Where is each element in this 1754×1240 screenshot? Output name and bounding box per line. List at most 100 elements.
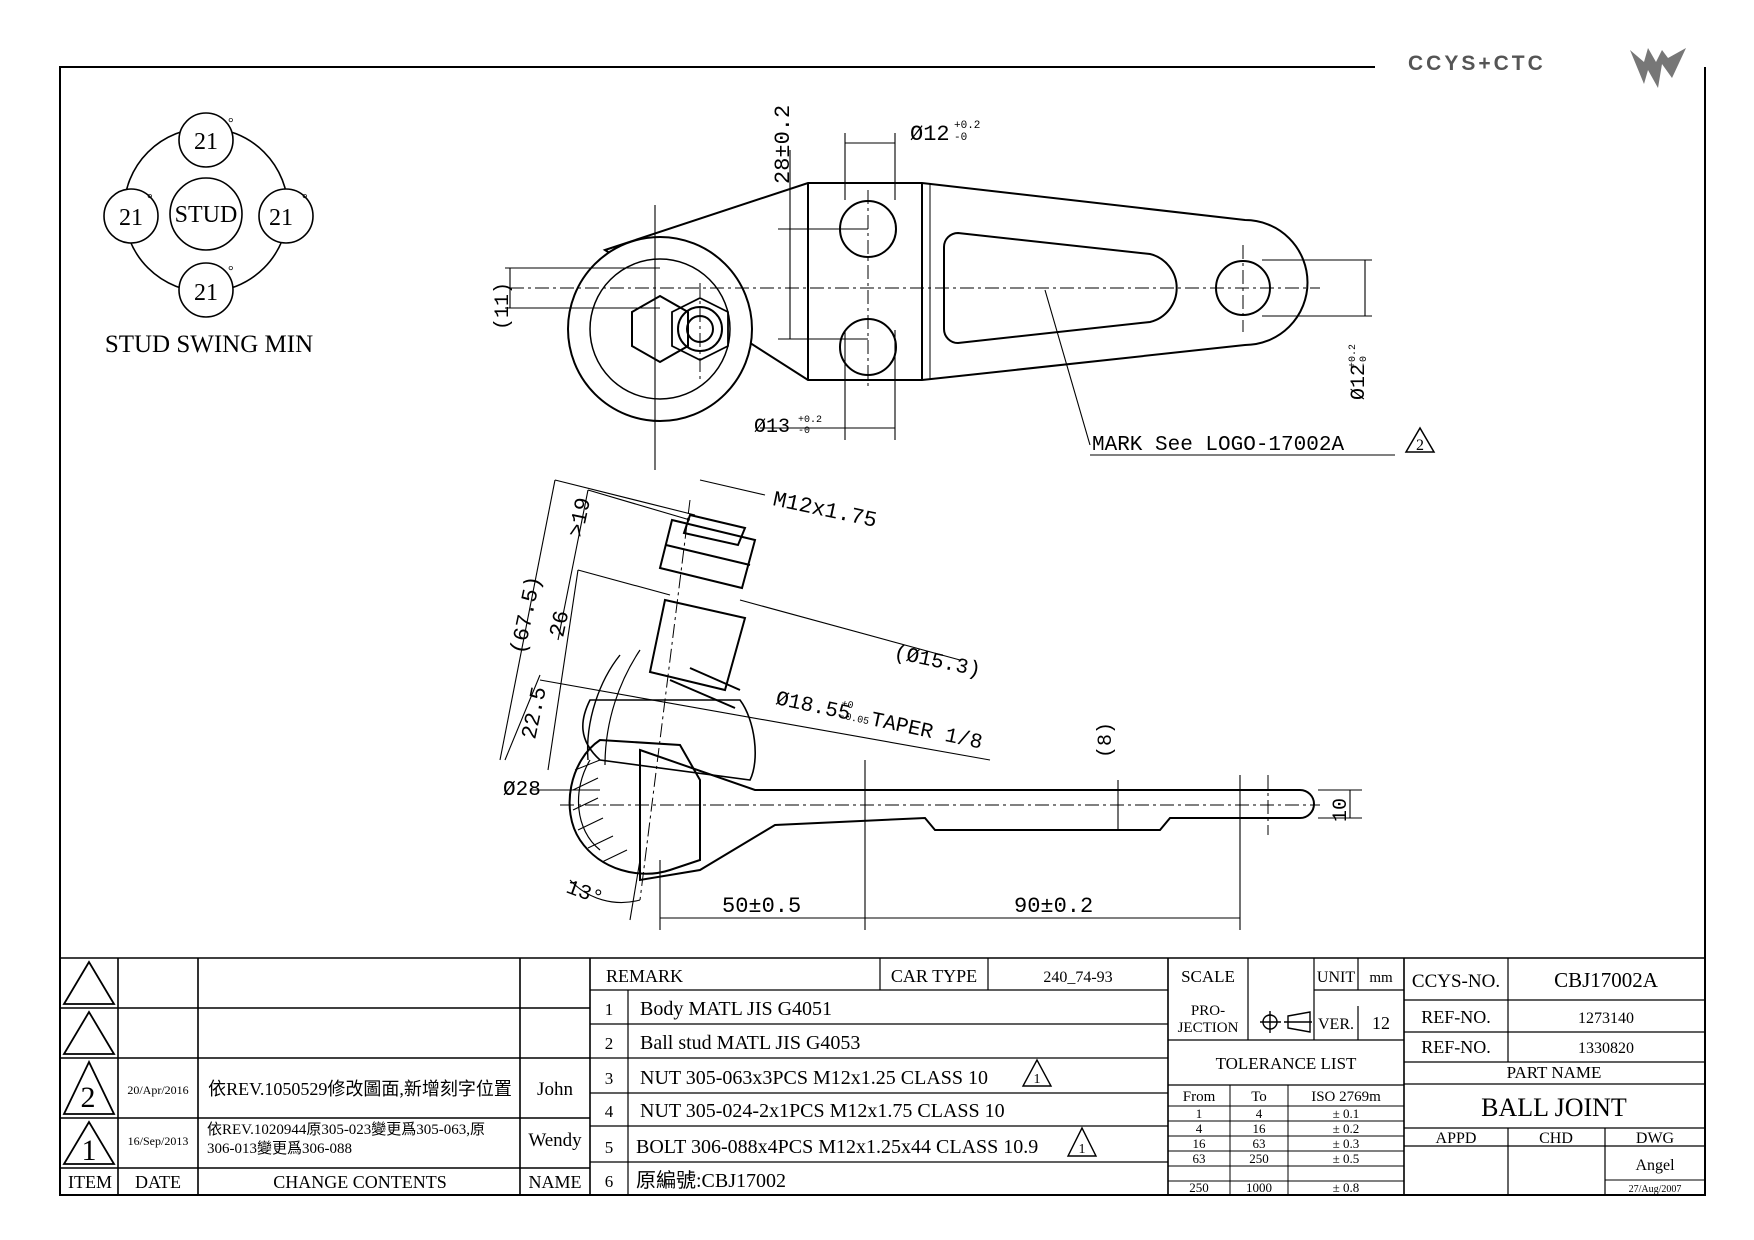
- remark-3-text: NUT 305-063x3PCS M12x1.25 CLASS 10: [640, 1067, 988, 1089]
- remark-4-text: NUT 305-024-2x1PCS M12x1.75 CLASS 10: [640, 1100, 1005, 1122]
- dim-50: 50±0.5: [722, 894, 801, 919]
- ref-no-1-value: 1273140: [1578, 1010, 1634, 1027]
- rev-row-3-date: 20/Apr/2016: [127, 1083, 188, 1097]
- tol-row-1-from: 1: [1196, 1106, 1203, 1121]
- tol-row-3-to: 63: [1253, 1136, 1266, 1151]
- tol-row-1-value: ± 0.1: [1333, 1106, 1360, 1121]
- top-view-dim-lines: [505, 133, 1395, 470]
- revision-triangles: [62, 960, 1098, 1165]
- dim-d12-right-tol-plus: +0.2: [1348, 344, 1359, 368]
- drawn-by: Angel: [1635, 1157, 1675, 1174]
- rev-row-3-mark: 2: [81, 1081, 96, 1114]
- projection-symbol-icon: [1260, 1011, 1312, 1033]
- dim-d13-tol-minus: -0: [798, 426, 810, 437]
- remark-3-no: 3: [605, 1069, 614, 1088]
- mark-rev-number: 2: [1416, 437, 1424, 454]
- appd-label: APPD: [1436, 1130, 1477, 1147]
- remark-5-no: 5: [605, 1138, 614, 1157]
- dim-d12-top-tol-plus: +0.2: [954, 120, 980, 132]
- rev-row-4-content-line1: 依REV.1020944原305-023變更爲305-063,原: [207, 1121, 485, 1138]
- swing-angle-right: 21: [269, 205, 293, 231]
- car-type-label: CAR TYPE: [891, 966, 977, 986]
- rev-header-item: ITEM: [68, 1172, 112, 1192]
- top-view: [567, 182, 1309, 422]
- tol-row-4-value: ± 0.5: [1333, 1151, 1360, 1166]
- dim-675: (67.5): [506, 574, 547, 657]
- frame-border: [59, 66, 1706, 1196]
- remark-label: REMARK: [606, 966, 683, 986]
- dim-28: 28±0.2: [771, 105, 796, 184]
- tolerance-title: TOLERANCE LIST: [1216, 1054, 1357, 1073]
- dwg-label: DWG: [1636, 1130, 1675, 1147]
- rev-header-name: NAME: [529, 1172, 582, 1192]
- tol-row-5-to: 1000: [1246, 1180, 1272, 1195]
- projection-label-1: PRO-: [1191, 1003, 1225, 1019]
- ref-no-2-value: 1330820: [1578, 1040, 1634, 1057]
- tol-row-4-to: 250: [1249, 1151, 1269, 1166]
- dim-90: 90±0.2: [1014, 894, 1093, 919]
- dim-d13: Ø13: [754, 416, 790, 439]
- ref-no-2-label: REF-NO.: [1421, 1037, 1491, 1057]
- remark-5-text: BOLT 306-088x4PCS M12x1.25x44 CLASS 10.9: [636, 1136, 1038, 1158]
- dim-d153: (Ø15.3): [892, 642, 983, 683]
- rev-triangle-mark: [1404, 426, 1436, 453]
- ref-no-1-label: REF-NO.: [1421, 1007, 1491, 1027]
- tol-header-from: From: [1183, 1089, 1216, 1105]
- side-view: [568, 513, 1315, 882]
- rev-row-4-date: 16/Sep/2013: [128, 1134, 189, 1148]
- dim-225: 22.5: [517, 685, 552, 742]
- remark-4-no: 4: [605, 1102, 614, 1121]
- remark-2-text: Ball stud MATL JIS G4053: [640, 1032, 860, 1054]
- dim-gt19: >19: [564, 496, 597, 540]
- degree-mark-left: °: [147, 192, 153, 207]
- tol-row-2-from: 4: [1196, 1121, 1203, 1136]
- side-view-hatch: [572, 759, 628, 863]
- swing-angle-top: 21: [194, 129, 218, 155]
- dim-11: (11): [492, 282, 515, 330]
- dim-d1855-tol-minus: -0.05: [838, 711, 870, 728]
- tol-row-5-value: ± 0.8: [1333, 1180, 1360, 1195]
- dim-d12-top-tol-minus: -0: [954, 132, 967, 144]
- stud-swing-title: STUD SWING MIN: [105, 331, 313, 358]
- degree-mark-right: °: [302, 192, 308, 207]
- rev-row-3-content: 依REV.1050529修改圖面,新增刻字位置: [208, 1079, 512, 1099]
- degree-mark-top: °: [228, 116, 234, 131]
- side-view-dim-lines: [499, 479, 1362, 930]
- part-name-value: BALL JOINT: [1481, 1093, 1627, 1122]
- projection-label-2: JECTION: [1178, 1020, 1239, 1036]
- tol-row-5-from: 250: [1189, 1180, 1209, 1195]
- dim-10: 10: [1330, 798, 1353, 822]
- stud-center-label: STUD: [175, 202, 238, 228]
- remark-5-rev: 1: [1079, 1142, 1086, 1157]
- dim-d1855-tol-plus: +0: [840, 699, 854, 712]
- title-block-grid: [60, 957, 1705, 1195]
- tol-row-4-from: 63: [1193, 1151, 1206, 1166]
- remark-1-no: 1: [605, 1000, 614, 1019]
- scale-label: SCALE: [1181, 967, 1235, 986]
- ccys-no-value: CBJ17002A: [1554, 968, 1659, 992]
- unit-label: UNIT: [1317, 969, 1355, 986]
- chd-label: CHD: [1539, 1130, 1573, 1147]
- ver-value: 12: [1372, 1013, 1390, 1033]
- dim-d12-right: Ø12: [1348, 364, 1371, 400]
- remark-3-rev: 1: [1034, 1072, 1041, 1087]
- remark-6-text: 原編號:CBJ17002: [636, 1169, 786, 1192]
- rev-header-content: CHANGE CONTENTS: [273, 1172, 447, 1192]
- rev-header-date: DATE: [135, 1172, 181, 1192]
- tol-row-1-to: 4: [1256, 1106, 1263, 1121]
- dim-m12: M12x1.75: [771, 487, 880, 533]
- stud-swing-diagram: [103, 112, 314, 318]
- remark-1-text: Body MATL JIS G4051: [640, 998, 832, 1020]
- rev-row-4-mark: 1: [82, 1134, 97, 1167]
- ccys-no-label: CCYS-NO.: [1412, 971, 1500, 992]
- unit-value: mm: [1369, 970, 1393, 986]
- tol-row-3-from: 16: [1193, 1136, 1207, 1151]
- tol-header-iso: ISO 2769m: [1311, 1089, 1381, 1105]
- tol-row-2-value: ± 0.2: [1333, 1121, 1360, 1136]
- mark-note: MARK See LOGO-17002A: [1092, 434, 1344, 457]
- swing-angle-left: 21: [119, 205, 143, 231]
- rev-row-4-content-line2: 306-013變更爲306-088: [207, 1140, 352, 1157]
- dim-d12-top: Ø12: [910, 122, 950, 147]
- brand-logo-icon: [1630, 48, 1686, 88]
- tol-row-3-value: ± 0.3: [1333, 1136, 1360, 1151]
